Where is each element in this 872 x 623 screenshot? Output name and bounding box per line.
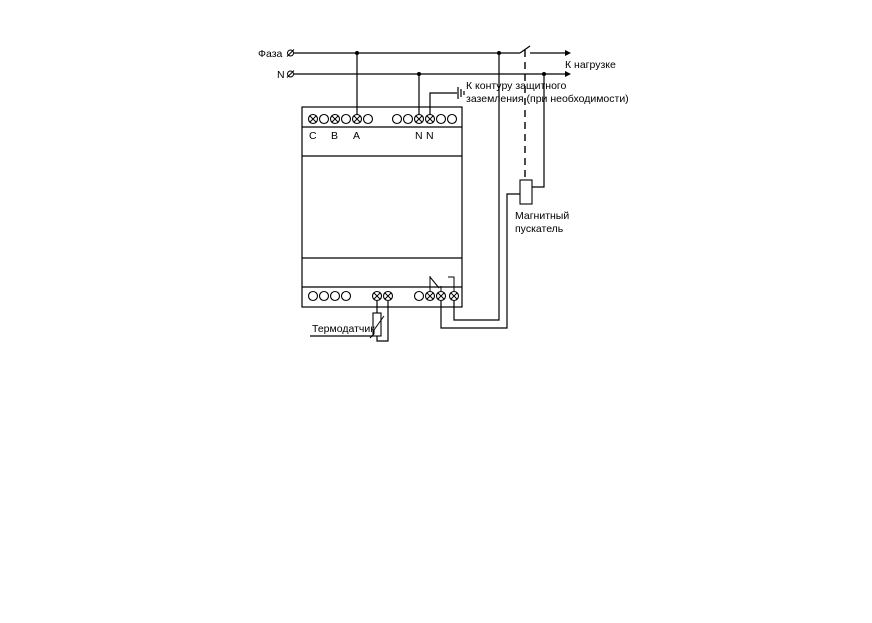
relay-to-starter-wire <box>440 193 520 329</box>
terminal-empty <box>391 113 403 125</box>
controller-device <box>301 106 463 308</box>
terminal-empty <box>413 290 425 302</box>
phase-supply-symbol <box>286 49 295 57</box>
top-terminal-row <box>307 113 458 125</box>
starter-label-line2: пускатель <box>515 223 564 235</box>
terminal-empty <box>307 290 319 302</box>
terminal-screw <box>371 290 383 302</box>
terminal-empty <box>340 113 352 125</box>
terminal-empty <box>402 113 414 125</box>
ground-wire <box>429 92 457 119</box>
ground-label-line2: заземления (при необходимости) <box>466 93 629 105</box>
ground-label-line1: К контуру защитного <box>466 80 567 92</box>
terminal-screw <box>382 290 394 302</box>
terminal-empty <box>318 290 330 302</box>
terminal-label-c: C <box>309 130 317 142</box>
terminal-screw <box>435 290 447 302</box>
terminal-label-a: A <box>353 130 360 142</box>
ground-icon <box>457 87 465 99</box>
terminal-screw <box>329 113 341 125</box>
phase-label: Фаза <box>258 48 283 60</box>
terminal-screw <box>307 113 319 125</box>
phase-line <box>294 45 571 56</box>
terminal-empty <box>446 113 458 125</box>
bottom-terminal-row <box>307 290 460 302</box>
magnetic-starter-coil <box>519 179 533 205</box>
neutral-line <box>294 71 571 77</box>
terminal-empty <box>362 113 374 125</box>
terminal-empty <box>329 290 341 302</box>
load-label: К нагрузке <box>565 59 616 71</box>
terminal-screw <box>424 113 436 125</box>
thermo-wire-b <box>376 301 389 342</box>
thermo-label: Термодатчик <box>312 323 375 335</box>
terminal-label-n2: N <box>426 130 434 142</box>
neutral-label: N <box>277 69 285 81</box>
terminal-empty <box>435 113 447 125</box>
neutral-supply-symbol <box>286 70 295 78</box>
terminal-empty <box>318 113 330 125</box>
neutral-to-starter-wire <box>532 74 545 188</box>
relay-contact-icon <box>429 276 455 291</box>
terminal-screw <box>351 113 363 125</box>
terminal-screw <box>448 290 460 302</box>
phase-to-relay-wire <box>453 53 500 321</box>
terminal-screw <box>413 113 425 125</box>
terminal-screw <box>424 290 436 302</box>
terminal-label-n1: N <box>415 130 423 142</box>
starter-label-line1: Магнитный <box>515 210 569 222</box>
terminal-empty <box>340 290 352 302</box>
terminal-label-b: B <box>331 130 338 142</box>
